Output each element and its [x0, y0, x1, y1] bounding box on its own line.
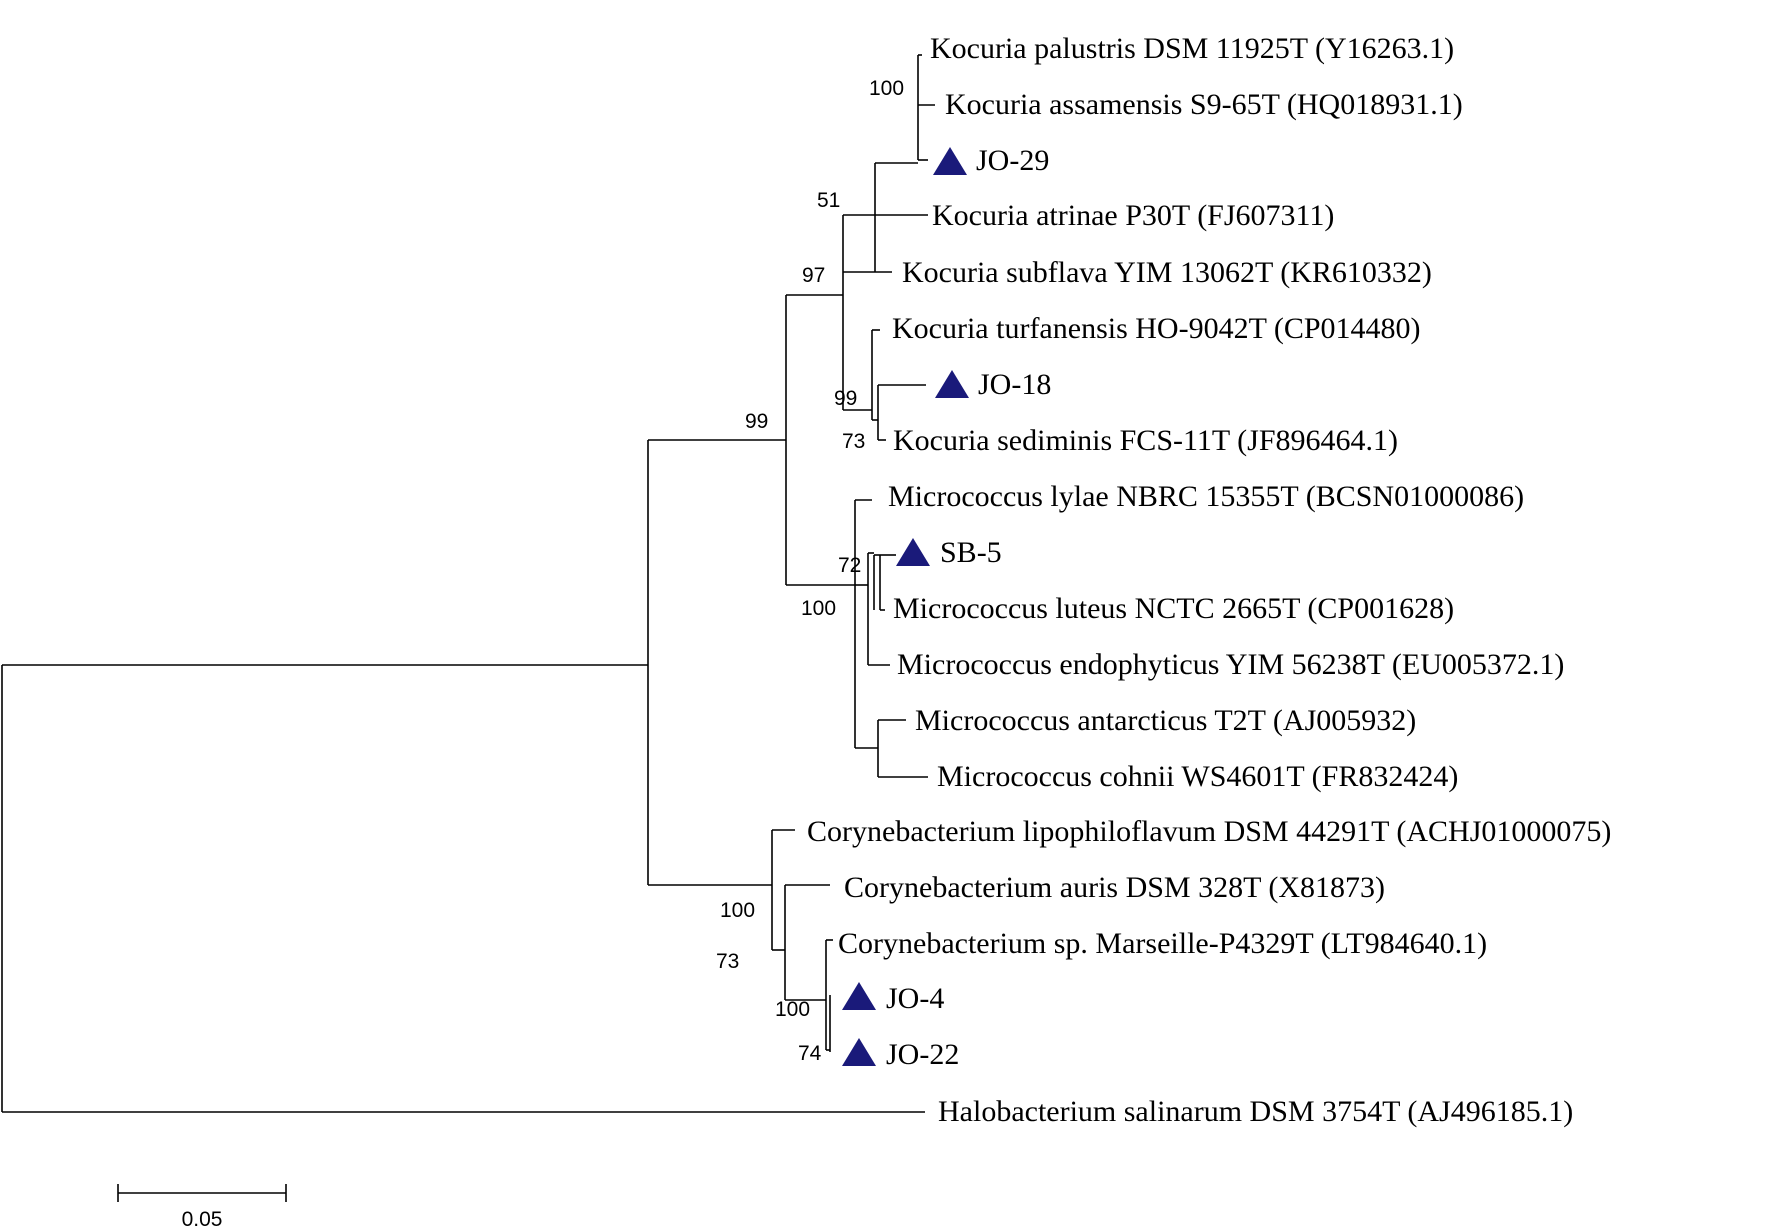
taxon-label: Micrococcus luteus NCTC 2665T (CP001628) — [893, 592, 1454, 625]
bootstrap-value: 97 — [802, 264, 825, 287]
isolate-triangle-icon — [935, 370, 969, 398]
taxon-label: Micrococcus lylae NBRC 15355T (BCSN01000… — [888, 480, 1524, 513]
taxon-label: Micrococcus endophyticus YIM 56238T (EU0… — [897, 648, 1564, 681]
taxon-label: SB-5 — [940, 536, 1002, 569]
taxon-label: Kocuria turfanensis HO-9042T (CP014480) — [892, 312, 1421, 345]
isolate-triangle-icon — [842, 1038, 876, 1066]
bootstrap-value: 51 — [817, 189, 840, 212]
taxon-label: Kocuria atrinae P30T (FJ607311) — [932, 199, 1334, 232]
taxon-label: JO-4 — [886, 982, 944, 1015]
taxon-label: Corynebacterium sp. Marseille-P4329T (LT… — [838, 927, 1487, 960]
bootstrap-value: 74 — [798, 1042, 822, 1065]
taxon-label: Micrococcus cohnii WS4601T (FR832424) — [937, 760, 1458, 793]
taxon-label: Kocuria subflava YIM 13062T (KR610332) — [902, 256, 1432, 289]
taxon-label: JO-29 — [976, 144, 1049, 177]
taxon-label: Halobacterium salinarum DSM 3754T (AJ496… — [938, 1095, 1573, 1128]
taxon-label: Kocuria sediminis FCS-11T (JF896464.1) — [893, 424, 1398, 457]
bootstrap-value: 100 — [801, 597, 836, 620]
tree-branches — [1, 54, 935, 1113]
bootstrap-value: 73 — [716, 950, 739, 973]
isolate-triangle-icon — [896, 538, 930, 566]
taxon-label: Micrococcus antarcticus T2T (AJ005932) — [915, 704, 1416, 737]
taxon-label: Corynebacterium auris DSM 328T (X81873) — [844, 871, 1385, 904]
taxon-label: Kocuria assamensis S9-65T (HQ018931.1) — [945, 88, 1463, 121]
taxon-labels: Kocuria palustris DSM 11925T (Y16263.1) K… — [807, 32, 1611, 1128]
isolate-triangle-icon — [933, 147, 967, 175]
taxon-label: Corynebacterium lipophiloflavum DSM 4429… — [807, 815, 1611, 848]
bootstrap-value: 99 — [745, 410, 768, 433]
bootstrap-value: 99 — [834, 387, 857, 410]
taxon-label: Kocuria palustris DSM 11925T (Y16263.1) — [930, 32, 1454, 65]
bootstrap-value: 100 — [720, 899, 755, 922]
taxon-label: JO-22 — [886, 1038, 959, 1071]
scale-bar-label: 0.05 — [182, 1208, 223, 1231]
isolate-markers — [842, 147, 969, 1066]
bootstrap-value: 72 — [838, 554, 861, 577]
taxon-label: JO-18 — [978, 368, 1051, 401]
bootstrap-value: 73 — [842, 430, 865, 453]
scale-bar: 0.05 — [117, 1184, 287, 1231]
bootstrap-value: 100 — [775, 998, 810, 1021]
bootstrap-value: 100 — [869, 77, 904, 100]
isolate-triangle-icon — [842, 982, 876, 1010]
